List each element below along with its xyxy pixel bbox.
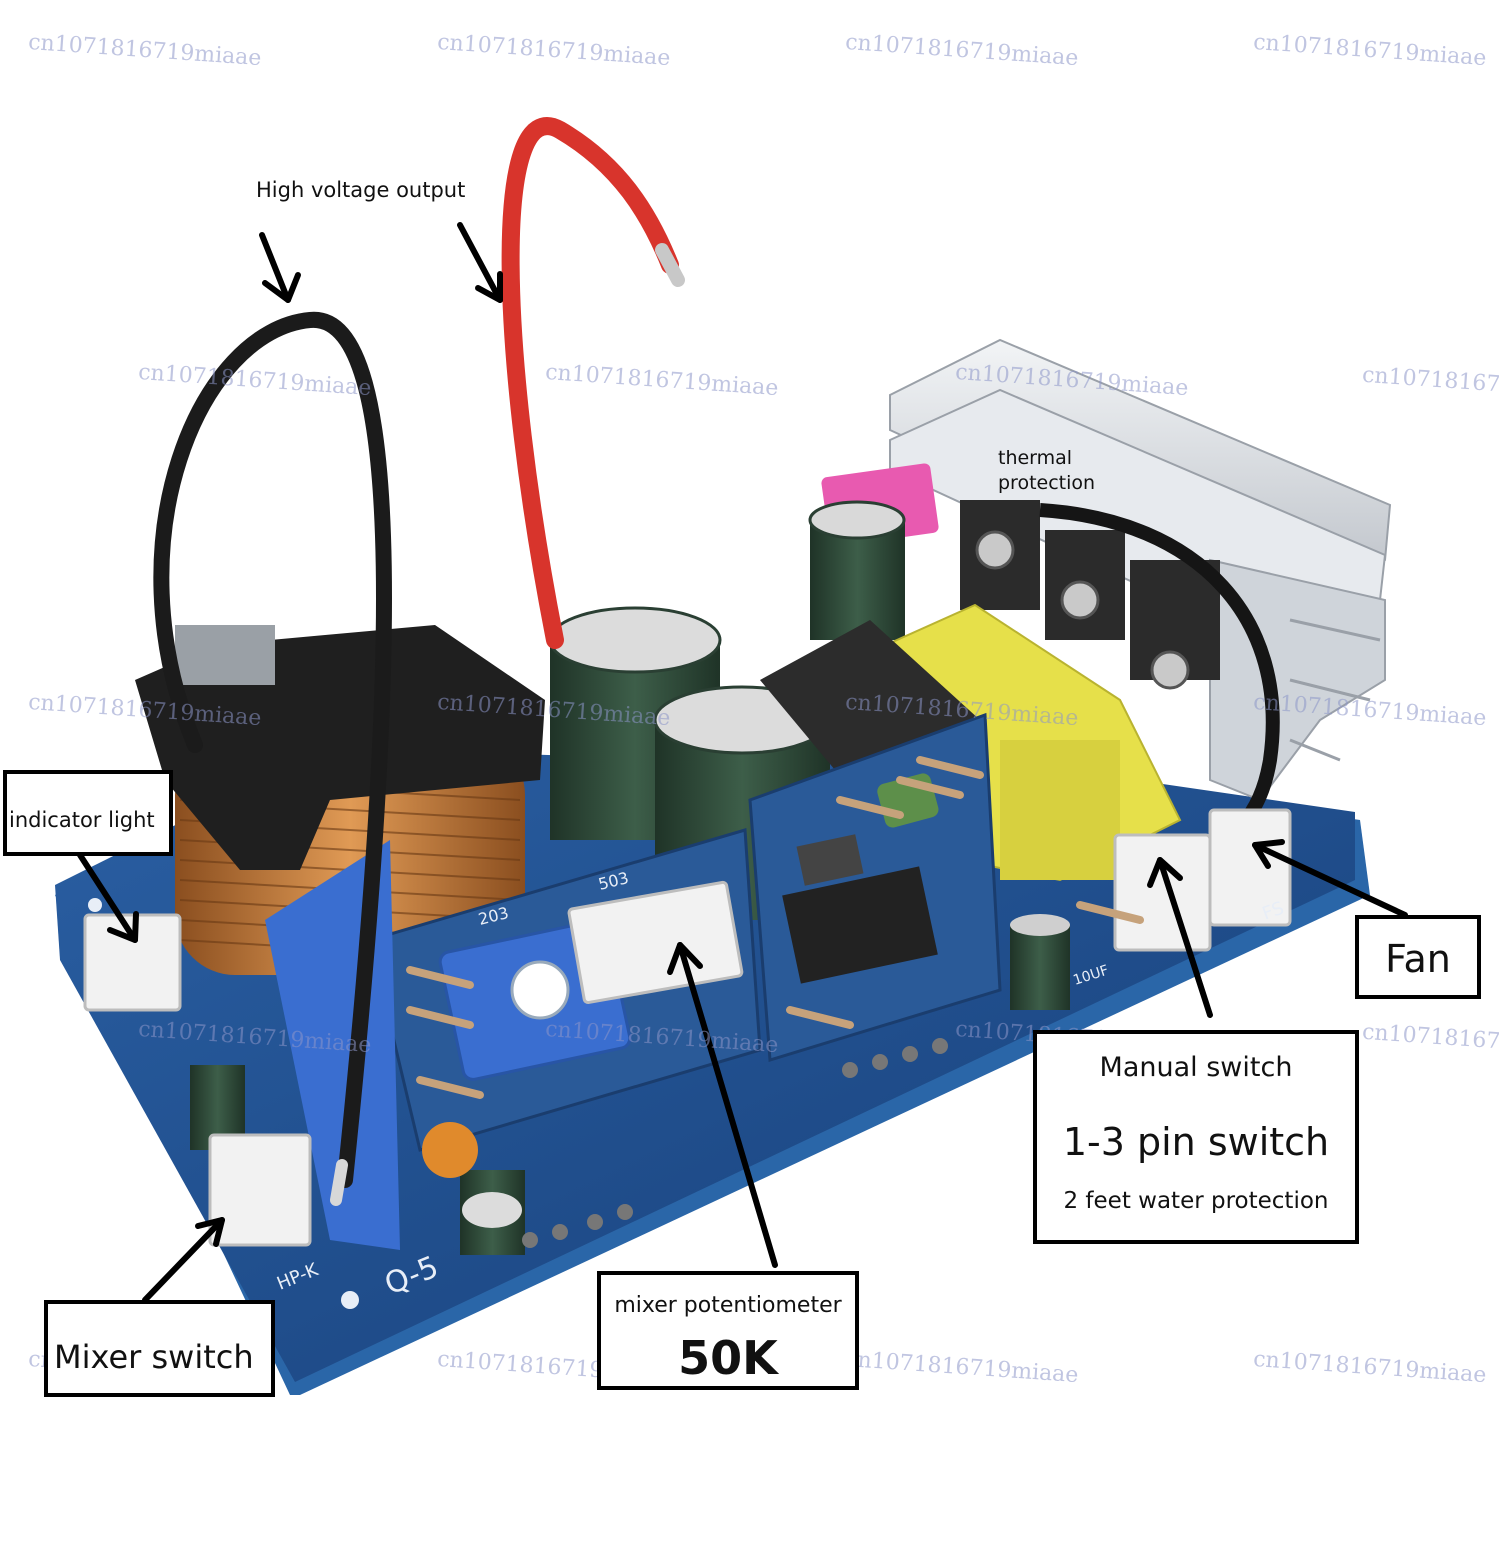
black-hv-wire — [153, 311, 393, 1188]
annotation-arrows — [77, 222, 1408, 1303]
callout-mixer-switch: Mixer switch — [44, 1300, 275, 1397]
callout-manual-switch: Manual switch 1-3 pin switch 2 feet wate… — [1033, 1030, 1359, 1244]
label-potentiometer-value: 50K — [678, 1331, 778, 1385]
label-thermal-line1: thermal — [998, 447, 1073, 469]
label-water-protection: 2 feet water protection — [1063, 1188, 1329, 1214]
callout-fan: Fan — [1355, 915, 1481, 999]
label-high-voltage-output: High voltage output — [256, 178, 466, 202]
label-indicator-light: indicator light — [9, 808, 155, 832]
resistors — [406, 756, 1144, 1099]
label-manual-switch: Manual switch — [1099, 1052, 1293, 1083]
label-mixer-switch: Mixer switch — [54, 1338, 254, 1376]
copper-coil — [135, 625, 545, 975]
ic-pins — [522, 1038, 948, 1248]
heatsink — [889, 338, 1392, 802]
power-transistors — [960, 500, 1220, 690]
callout-mixer-potentiometer: mixer potentiometer 50K — [597, 1271, 859, 1390]
label-fan: Fan — [1385, 937, 1451, 981]
label-thermal-line2: protection — [998, 472, 1096, 494]
label-mixer-potentiometer: mixer potentiometer — [614, 1293, 842, 1318]
label-pin-switch: 1-3 pin switch — [1062, 1120, 1330, 1164]
callout-indicator-light: indicator light — [3, 770, 173, 856]
connectors — [83, 808, 1292, 1247]
red-hv-wire — [501, 117, 679, 649]
label-thermal-protection: thermal protection — [998, 446, 1095, 496]
